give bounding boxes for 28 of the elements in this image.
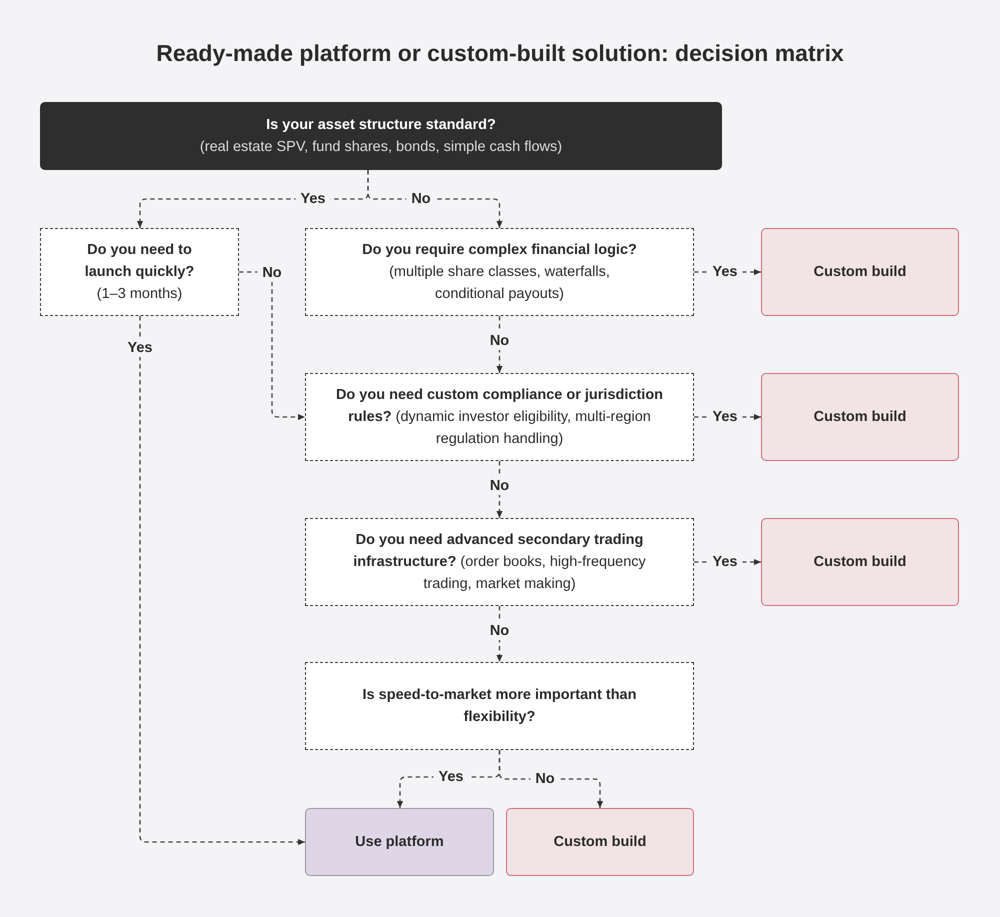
decision-box xyxy=(305,373,694,461)
outcome-label: Custom build xyxy=(814,408,906,427)
outcome-label: Custom build xyxy=(814,553,906,572)
outcome-label: Custom build xyxy=(814,263,906,282)
decision-box xyxy=(40,228,239,316)
dashed-arrow xyxy=(139,316,305,846)
note-text: (multiple share classes, waterfalls, conditional payouts) xyxy=(388,263,611,304)
question-text: Do you need custom compliance or jurisdiction rules? (dynamic investor eligibility, multi-region regulation handling) xyxy=(334,386,664,449)
question-banner xyxy=(40,102,722,170)
outcome-box xyxy=(305,808,494,876)
note-text: (1–3 months) xyxy=(96,285,182,304)
dashed-arrow xyxy=(239,271,305,420)
outcome-box xyxy=(506,808,694,876)
outcome-label: Use platform xyxy=(355,833,444,852)
question-text: Is speed-to-market more important than flexibility? xyxy=(362,686,638,727)
decision-box xyxy=(305,518,694,606)
question-text: Do you require complex financial logic? xyxy=(362,241,637,260)
decision-box xyxy=(305,662,694,750)
outcome-box xyxy=(761,373,959,461)
note-text: (real estate SPV, fund shares, bonds, simple cash flows) xyxy=(200,138,562,157)
outcome-box xyxy=(761,518,959,606)
outcome-label: Custom build xyxy=(554,833,646,852)
outcome-box xyxy=(761,228,959,316)
question-text: Do you need advanced secondary trading infrastructure? (order books, high-frequency trading, market making) xyxy=(352,531,647,594)
decision-box xyxy=(305,228,694,316)
diagram-title: Ready-made platform or custom-built solution: decision matrix xyxy=(156,40,844,67)
question-text: Do you need to launch quickly? xyxy=(84,241,196,282)
question-text: Is your asset structure standard? xyxy=(266,116,496,135)
